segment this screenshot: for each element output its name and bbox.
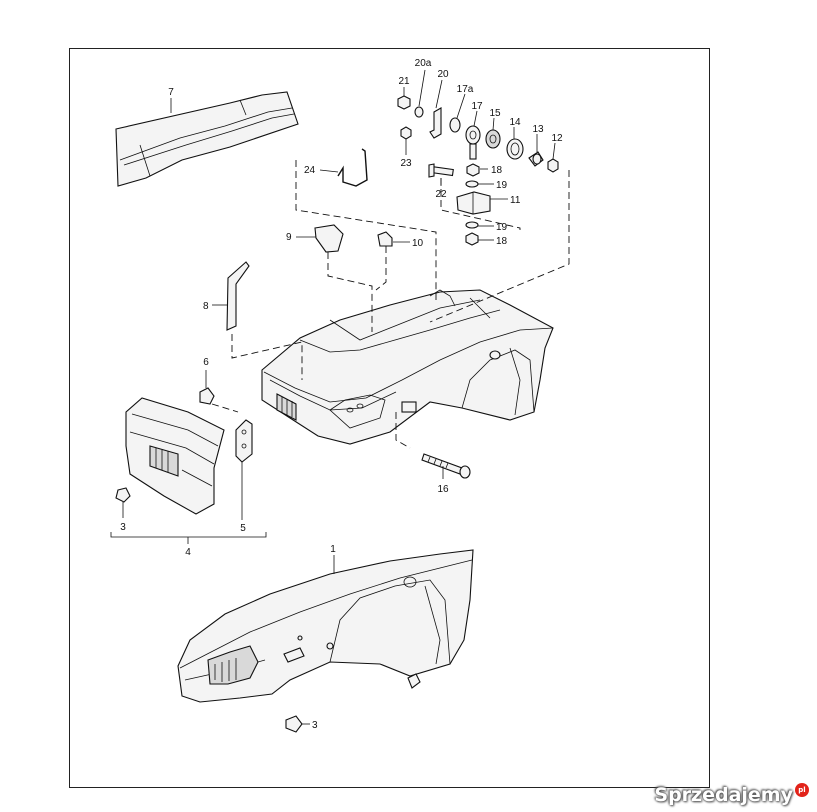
part-17-eye-bolt (465, 125, 481, 160)
front-body-assembly (261, 289, 554, 445)
callout-8: 8 (203, 301, 209, 312)
callout-12: 12 (551, 133, 563, 144)
group-4-bracket-line (110, 532, 267, 544)
part-19-washer-lower (465, 221, 479, 229)
part-16-bolt (421, 453, 471, 479)
part-7-floor-panel (115, 91, 299, 187)
callout-1: 1 (330, 544, 336, 555)
part-4-front-panel (125, 397, 225, 515)
callout-9: 9 (286, 232, 292, 243)
callout-10: 10 (412, 238, 424, 249)
part-6-clip (199, 370, 215, 405)
part-19-washer (465, 180, 479, 188)
callout-16: 16 (437, 484, 449, 495)
hardware-leaders (403, 69, 556, 241)
callout-20: 20 (437, 69, 449, 80)
callout-18b: 18 (496, 236, 508, 247)
callout-17a: 17a (457, 84, 474, 95)
part-11-bracket (456, 191, 491, 215)
part-23-nut (400, 126, 412, 140)
part-24-bracket (319, 148, 368, 187)
part-17a-washer (449, 117, 461, 133)
callout-18a: 18 (491, 165, 503, 176)
part-12-nut (547, 158, 559, 173)
callout-14: 14 (509, 117, 521, 128)
callout-24: 24 (304, 165, 316, 176)
part-15-bushing (485, 129, 501, 149)
part-3-clip-lower (285, 715, 310, 733)
part-5-bracket (235, 419, 253, 520)
part-21-nut (397, 95, 411, 110)
part-13-bolt (528, 151, 544, 167)
callout-15: 15 (489, 108, 501, 119)
part-1-body-shell (177, 549, 474, 703)
watermark: Sprzedajemy pl (654, 782, 809, 808)
callout-19b: 19 (496, 222, 508, 233)
part-20-bracket (429, 107, 442, 139)
hardware-group (397, 95, 559, 246)
callout-3-upper: 3 (120, 522, 126, 533)
part-18-nut-lower (465, 232, 479, 246)
part-14-ring (506, 138, 524, 160)
callout-23: 23 (400, 158, 412, 169)
part-8-strut (212, 261, 250, 331)
callout-6: 6 (203, 357, 209, 368)
callout-19a: 19 (496, 180, 508, 191)
callout-17: 17 (471, 101, 483, 112)
callout-7: 7 (168, 87, 174, 98)
watermark-text: Sprzedajemy (654, 784, 793, 806)
part-9-bracket (296, 224, 344, 253)
callout-20a: 20a (415, 58, 432, 69)
part-3-clip-upper (115, 487, 131, 518)
callout-3-lower: 3 (312, 720, 318, 731)
callout-21: 21 (398, 76, 410, 87)
callout-11: 11 (510, 195, 521, 206)
part-10-clip (377, 231, 410, 247)
part-18-nut (466, 163, 480, 177)
part-22-bolt (428, 163, 454, 178)
part-20a-washer (414, 106, 424, 118)
watermark-badge: pl (795, 783, 809, 797)
diagram-frame (69, 48, 710, 788)
callout-13: 13 (532, 124, 544, 135)
callout-4: 4 (185, 547, 191, 558)
callout-5: 5 (240, 523, 246, 534)
assembly-dashed-lines (211, 160, 570, 449)
